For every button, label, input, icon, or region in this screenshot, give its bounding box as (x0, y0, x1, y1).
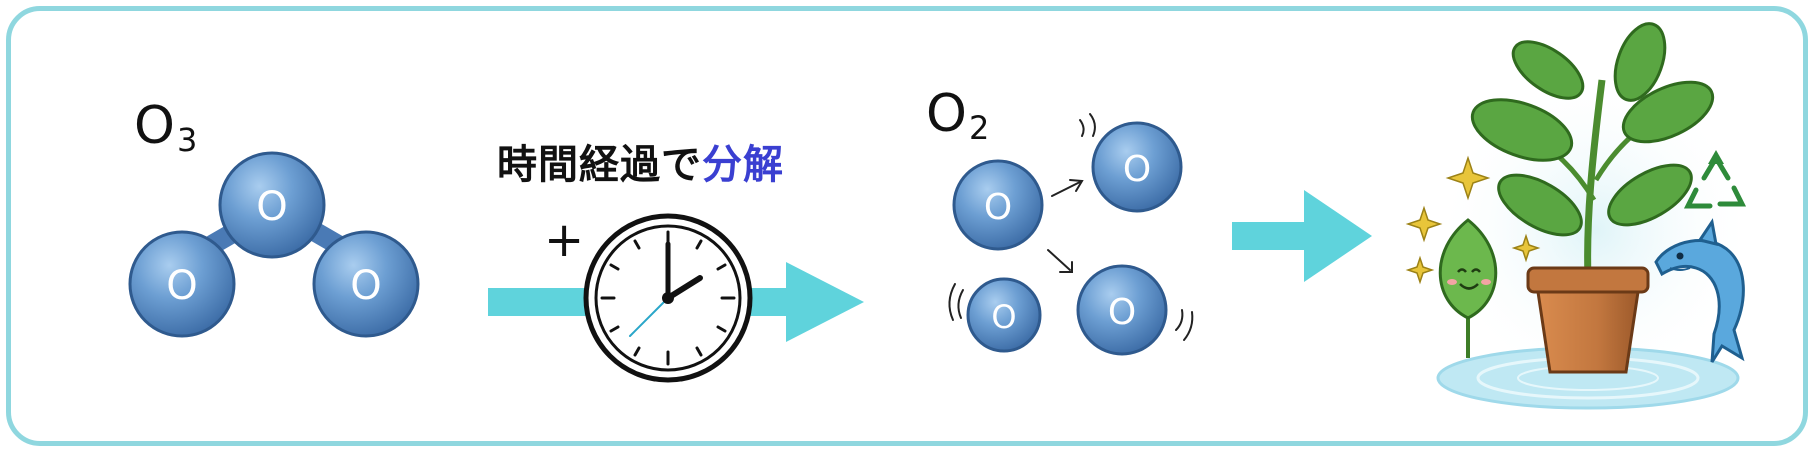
ozone-atom-right-label: O (350, 263, 381, 309)
ozone-formula-subscript: 3 (176, 121, 198, 159)
dolphin-icon (1654, 218, 1745, 363)
ozone-formula: O3 (134, 100, 197, 156)
oxygen-atom-2-label: O (1123, 149, 1151, 190)
oxygen-atom-4-label: O (1108, 292, 1136, 333)
result-arrow-head (1304, 190, 1372, 282)
recycle-icon (1683, 150, 1747, 209)
oxygen-atom-3-label: O (991, 298, 1016, 336)
clock-icon (583, 213, 753, 383)
sparkle-icon (1405, 155, 1541, 285)
oxygen-formula-subscript: 2 (968, 109, 990, 147)
ozone-formula-symbol: O (134, 96, 175, 156)
oxygen-molecules: O O O O (948, 113, 1194, 356)
arrow-head (786, 262, 864, 342)
process-caption-prefix: 時間経過で (497, 142, 702, 188)
oxygen-atom-2 (1091, 121, 1183, 213)
oxygen-formula-symbol: O (926, 84, 967, 144)
process-caption-highlight: 分解 (702, 142, 784, 188)
ozone-atom-left-label: O (166, 263, 197, 309)
plus-sign: + (544, 212, 585, 268)
result-arrow (1232, 190, 1372, 282)
leaf-face-icon (1438, 218, 1498, 358)
oxygen-atom-1 (952, 159, 1044, 251)
oxygen-atom-1-label: O (984, 187, 1012, 228)
process-caption: 時間経過で分解 (497, 132, 784, 190)
ozone-atom-top-label: O (256, 184, 287, 230)
ozone-atom-top (218, 151, 326, 259)
plant-pot-icon (1470, 22, 1715, 374)
motion-lines (948, 113, 1194, 341)
ozone-molecule: O O O (128, 151, 420, 338)
oxygen-atom-4 (1076, 264, 1168, 356)
ozone-atom-right (312, 230, 420, 338)
result-arrow-shaft (1232, 222, 1308, 250)
oxygen-atom-3 (966, 277, 1042, 353)
ozone-atom-left (128, 230, 236, 338)
oxygen-formula: O2 (926, 88, 989, 144)
nature-scene (1405, 22, 1755, 410)
